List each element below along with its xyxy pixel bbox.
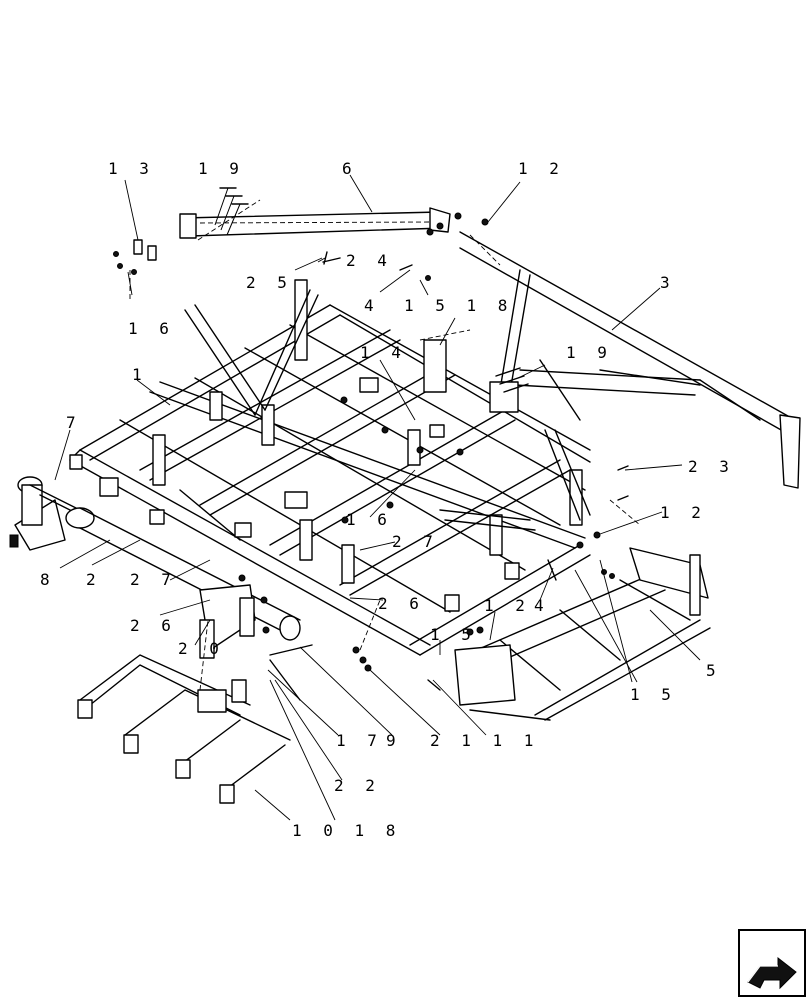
callout-19-right: 1 9 bbox=[566, 343, 613, 362]
callout-19-top: 1 9 bbox=[198, 159, 245, 178]
callout-27-left: 2 7 bbox=[130, 570, 177, 589]
callout-21-11: 2 1 1 1 bbox=[430, 731, 539, 750]
callout-22: 2 2 bbox=[334, 776, 381, 795]
callout-15-bottom: 1 5 bbox=[430, 625, 477, 644]
callout-24: 2 4 bbox=[346, 251, 393, 270]
callout-6: 6 bbox=[342, 159, 358, 178]
callout-16-mid: 1 6 bbox=[346, 510, 393, 529]
callout-15-right: 1 5 bbox=[630, 685, 677, 704]
callout-1: 1 bbox=[132, 365, 148, 384]
callout-7: 7 bbox=[66, 413, 82, 432]
callout-26-right: 2 6 bbox=[378, 594, 425, 613]
callout-3: 3 bbox=[660, 273, 676, 292]
main-frame bbox=[69, 279, 591, 656]
callout-13: 1 3 bbox=[108, 159, 155, 178]
callout-5: 5 bbox=[706, 661, 722, 680]
rear-bar-part-3 bbox=[423, 231, 801, 489]
callout-14: 1 4 bbox=[360, 343, 407, 362]
callout-8: 8 bbox=[40, 570, 56, 589]
arrow-icon[interactable] bbox=[738, 929, 806, 997]
callout-17: 1 7 bbox=[336, 731, 383, 750]
callout-15-18: 1 5 1 8 bbox=[404, 296, 513, 315]
beam-part-6 bbox=[179, 207, 451, 239]
callout-20: 2 0 bbox=[178, 639, 225, 658]
callout-4-top: 4 bbox=[364, 296, 380, 315]
callout-16-left: 1 6 bbox=[128, 319, 175, 338]
leader-lines bbox=[54, 174, 701, 821]
axle-bracket bbox=[199, 584, 270, 659]
shank-assembly bbox=[77, 619, 291, 804]
callout-4-right: 4 bbox=[534, 596, 550, 615]
callout-23: 2 3 bbox=[688, 457, 735, 476]
callout-12-right: 1 2 bbox=[660, 503, 707, 522]
callout-labels: 1 3 1 9 6 1 2 2 4 2 5 4 1 5 1 8 3 1 6 1 … bbox=[40, 159, 735, 840]
callout-10-18: 1 0 1 8 bbox=[292, 821, 401, 840]
callout-2: 2 bbox=[86, 570, 102, 589]
callout-9: 9 bbox=[386, 731, 402, 750]
callout-27-mid: 2 7 bbox=[392, 532, 439, 551]
hitch-assembly bbox=[9, 476, 301, 641]
callout-25: 2 5 bbox=[246, 273, 293, 292]
callout-12-top: 1 2 bbox=[518, 159, 565, 178]
rear-frame-part-5 bbox=[454, 547, 711, 721]
callout-26-left: 2 6 bbox=[130, 616, 177, 635]
callout-12-bottom: 1 2 bbox=[484, 596, 531, 615]
